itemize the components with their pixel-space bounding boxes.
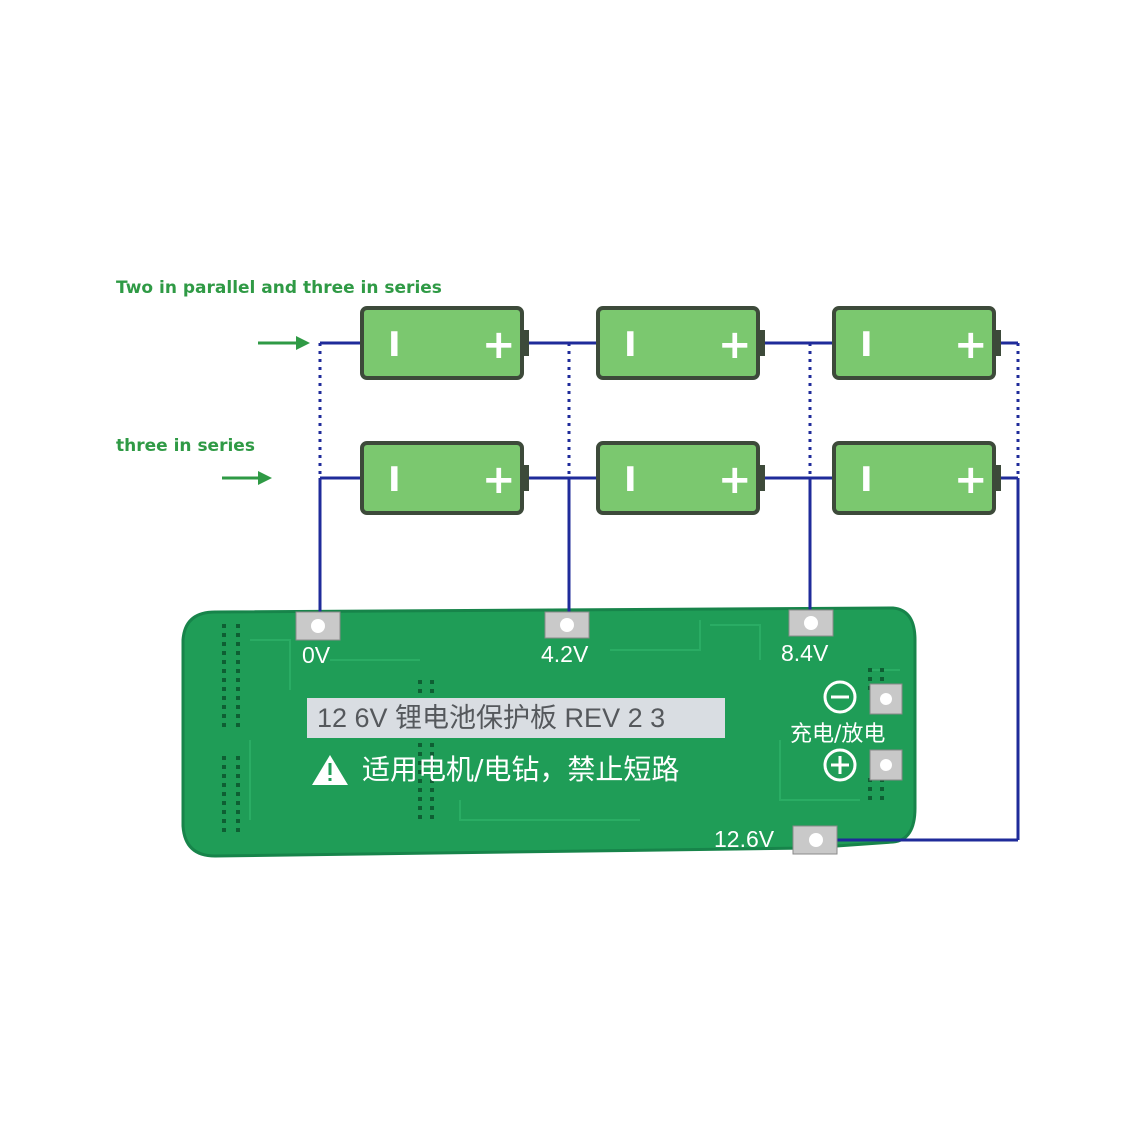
batteries: I+I+I+I+I+I+ bbox=[360, 306, 1001, 515]
battery-cell: I+ bbox=[360, 306, 529, 380]
board-pin-dots bbox=[222, 624, 884, 832]
pad-label-8v4: 8.4V bbox=[781, 640, 829, 666]
battery-cell: I+ bbox=[596, 306, 765, 380]
wires bbox=[318, 341, 1020, 842]
board-title: 12 6V 锂电池保护板 REV 2 3 bbox=[307, 698, 725, 738]
battery-cell: I+ bbox=[360, 441, 529, 515]
battery-cell: I+ bbox=[832, 306, 1001, 380]
battery-minus-symbol: I bbox=[388, 460, 401, 500]
arrow-series-icon bbox=[222, 471, 272, 485]
battery-plus-symbol: + bbox=[718, 322, 752, 368]
warning-icon bbox=[312, 755, 348, 785]
battery-minus-symbol: I bbox=[860, 460, 873, 500]
battery-cell: I+ bbox=[596, 441, 765, 515]
battery-minus-symbol: I bbox=[860, 325, 873, 365]
battery-plus-symbol: + bbox=[482, 457, 516, 503]
parallel-links bbox=[318, 343, 1020, 478]
connection-pads bbox=[295, 609, 838, 855]
caption-parallel: Two in parallel and three in series bbox=[116, 278, 442, 298]
battery-cell: I+ bbox=[832, 441, 1001, 515]
battery-plus-symbol: + bbox=[718, 457, 752, 503]
battery-plus-symbol: + bbox=[954, 322, 988, 368]
board-traces bbox=[249, 620, 900, 821]
pad-label-0v: 0V bbox=[302, 642, 331, 668]
arrow-parallel-icon bbox=[258, 336, 310, 350]
battery-plus-symbol: + bbox=[954, 457, 988, 503]
battery-minus-symbol: I bbox=[624, 325, 637, 365]
pad-label-4v2: 4.2V bbox=[541, 641, 589, 667]
minus-terminal-icon bbox=[823, 680, 857, 714]
pad-label-12v6: 12.6V bbox=[714, 826, 775, 852]
board-warning: 适用电机/电钻，禁止短路 bbox=[362, 753, 680, 786]
battery-plus-symbol: + bbox=[482, 322, 516, 368]
plus-terminal-icon bbox=[823, 748, 857, 782]
charge-discharge-label: 充电/放电 bbox=[790, 722, 886, 747]
caption-series: three in series bbox=[116, 436, 255, 456]
battery-minus-symbol: I bbox=[388, 325, 401, 365]
battery-minus-symbol: I bbox=[624, 460, 637, 500]
